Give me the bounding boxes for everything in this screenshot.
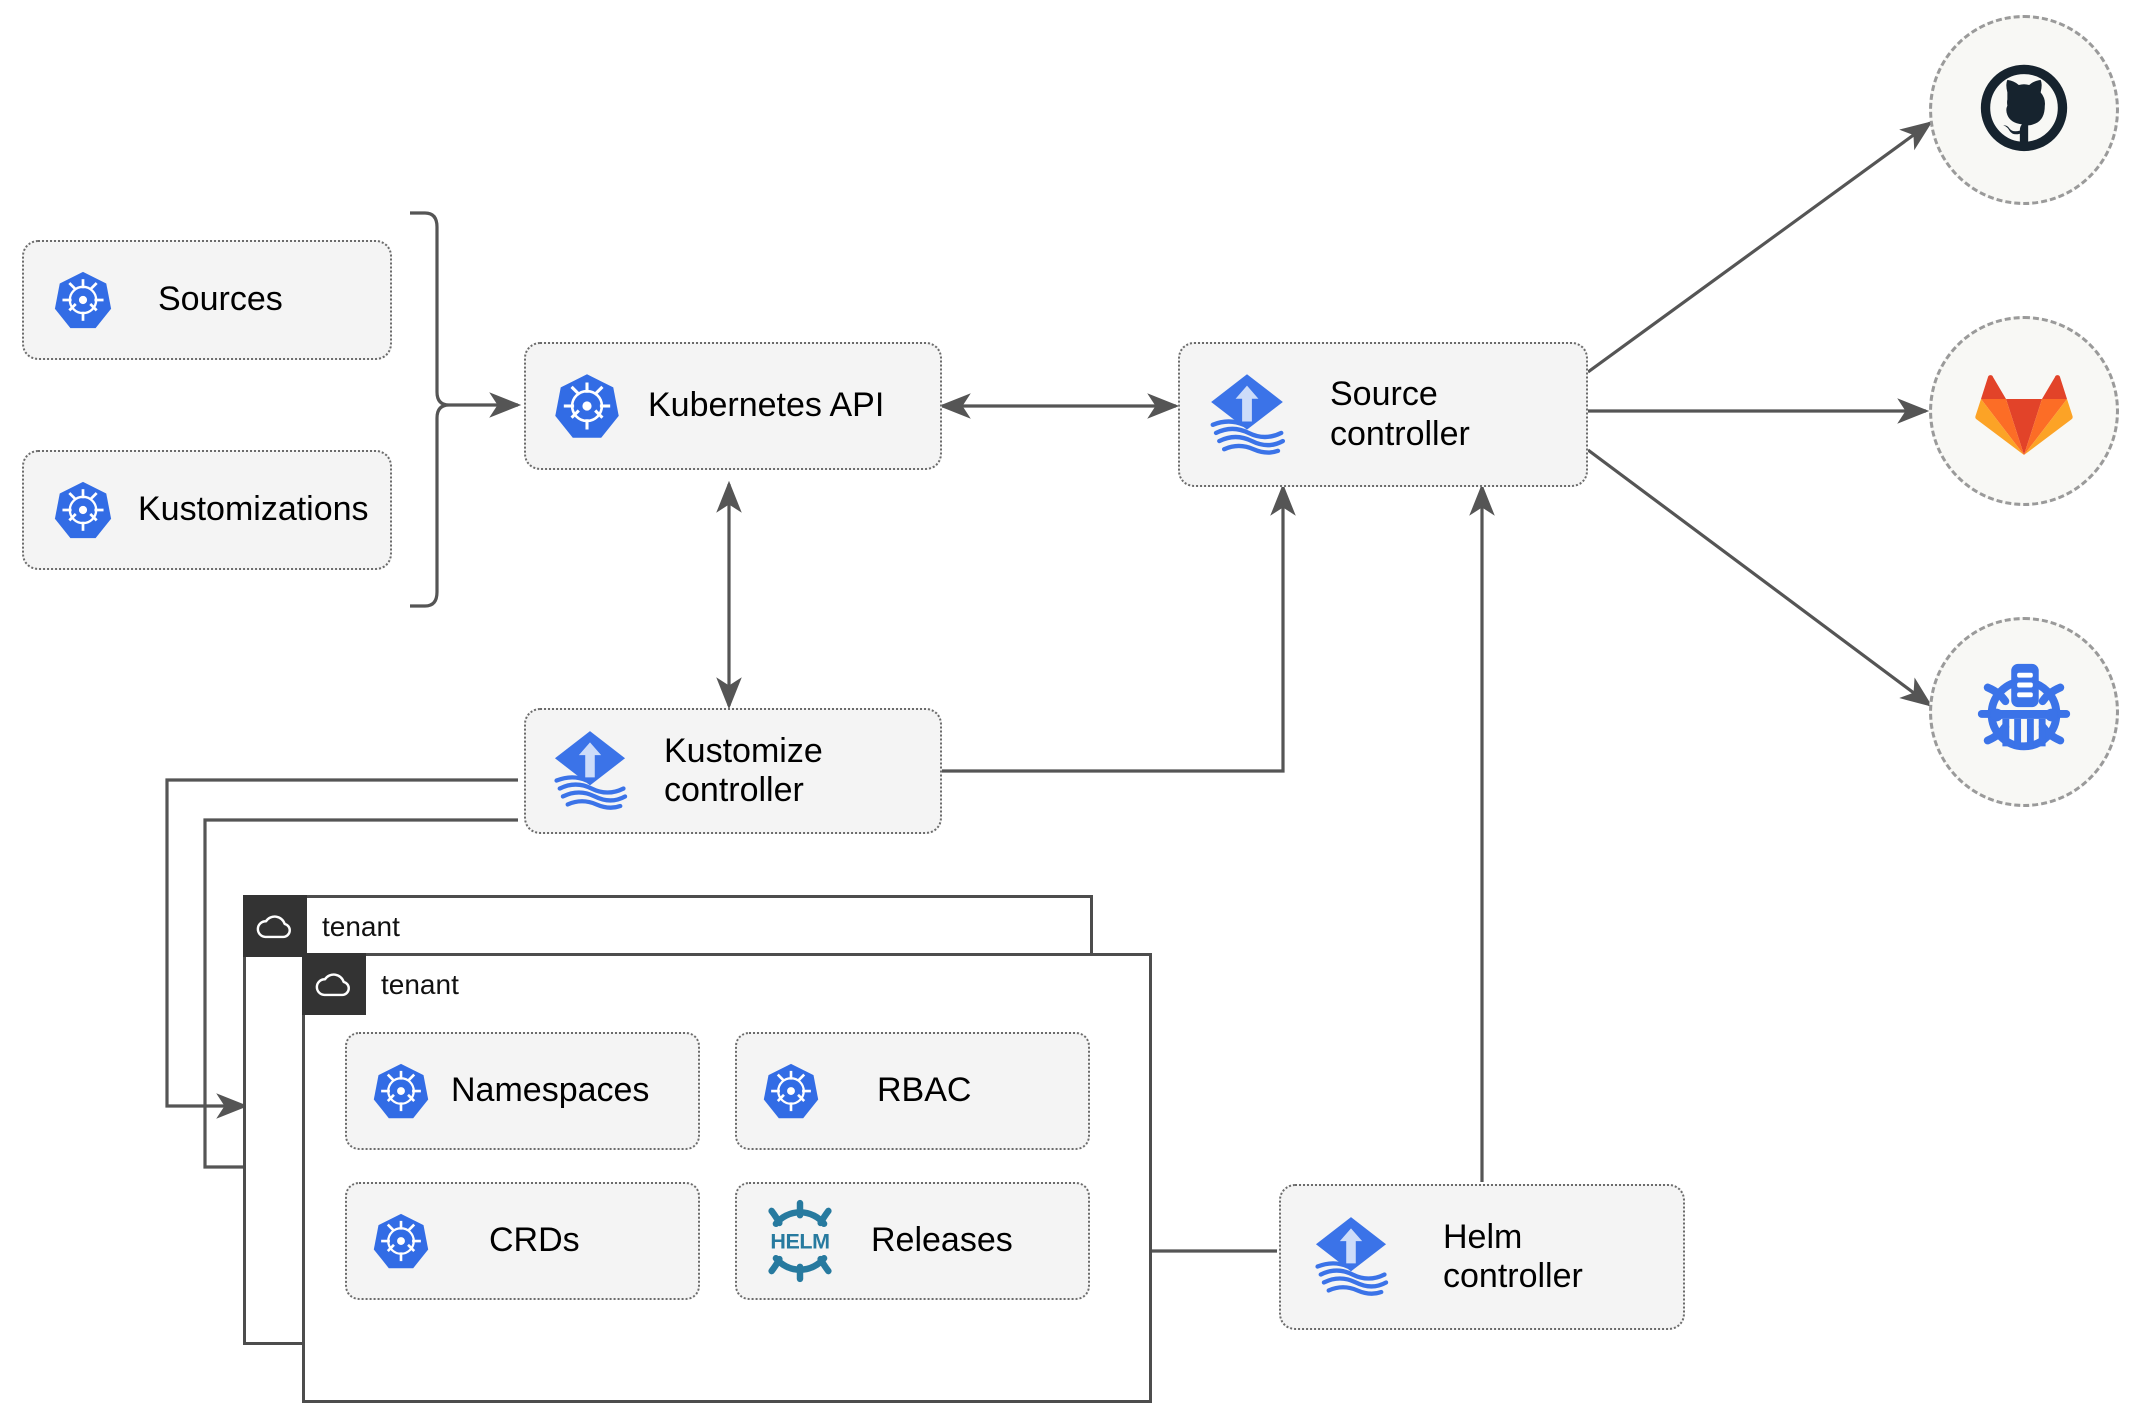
- tenant-title-front: tenant: [381, 969, 459, 1000]
- node-label: RBAC: [877, 1071, 972, 1110]
- node-sources[interactable]: Sources: [22, 240, 392, 360]
- node-label: Kustomizations: [138, 490, 369, 529]
- node-namespaces[interactable]: Namespaces: [345, 1032, 700, 1150]
- github-icon: [1972, 58, 2076, 162]
- endpoint-gitlab[interactable]: [1929, 316, 2119, 506]
- svg-text:HELM: HELM: [770, 1230, 829, 1254]
- node-label: Namespaces: [451, 1071, 650, 1110]
- node-rbac[interactable]: RBAC: [735, 1032, 1090, 1150]
- node-label: Source controller: [1330, 375, 1470, 453]
- node-kubernetes-api[interactable]: Kubernetes API: [524, 342, 942, 470]
- flux-icon: [550, 728, 630, 814]
- kubernetes-icon: [552, 371, 622, 441]
- node-releases[interactable]: HELM Releases: [735, 1182, 1090, 1300]
- kubernetes-icon: [371, 1061, 431, 1121]
- edge-kustomize-source: [942, 483, 1296, 773]
- tenant-tab-front: [302, 953, 366, 1015]
- node-label: CRDs: [489, 1221, 580, 1260]
- helm-icon: HELM: [757, 1198, 843, 1284]
- node-source-controller[interactable]: Source controller: [1178, 342, 1588, 487]
- kubernetes-icon: [761, 1061, 821, 1121]
- node-kustomize-controller[interactable]: Kustomize controller: [524, 708, 942, 834]
- node-kustomizations[interactable]: Kustomizations: [22, 450, 392, 570]
- kubernetes-icon: [52, 269, 114, 331]
- node-label: Helm controller: [1443, 1217, 1583, 1295]
- node-label: Sources: [158, 280, 283, 319]
- cloud-icon: [315, 972, 350, 996]
- node-crds[interactable]: CRDs: [345, 1182, 700, 1300]
- kubernetes-icon: [52, 479, 114, 541]
- helm-repository-icon: [1970, 658, 2078, 766]
- node-label: Releases: [871, 1221, 1013, 1260]
- edge-source-registry: [1587, 448, 1933, 707]
- flux-icon: [1206, 371, 1288, 459]
- kubernetes-icon: [371, 1211, 431, 1271]
- edge-resources-bracket: [410, 211, 522, 608]
- flux-icon: [1311, 1214, 1391, 1300]
- cloud-icon: [256, 914, 291, 938]
- gitlab-icon: [1974, 363, 2074, 459]
- edge-source-github: [1587, 121, 1933, 374]
- tenant-container-front[interactable]: [302, 953, 1152, 1403]
- endpoint-github[interactable]: [1929, 15, 2119, 205]
- tenant-tab-back: [243, 895, 307, 957]
- node-label: Kustomize controller: [664, 731, 823, 809]
- node-label: Kubernetes API: [648, 386, 885, 425]
- node-helm-controller[interactable]: Helm controller: [1279, 1184, 1685, 1330]
- endpoint-chart-registry[interactable]: [1929, 617, 2119, 807]
- tenant-title-back: tenant: [322, 911, 400, 942]
